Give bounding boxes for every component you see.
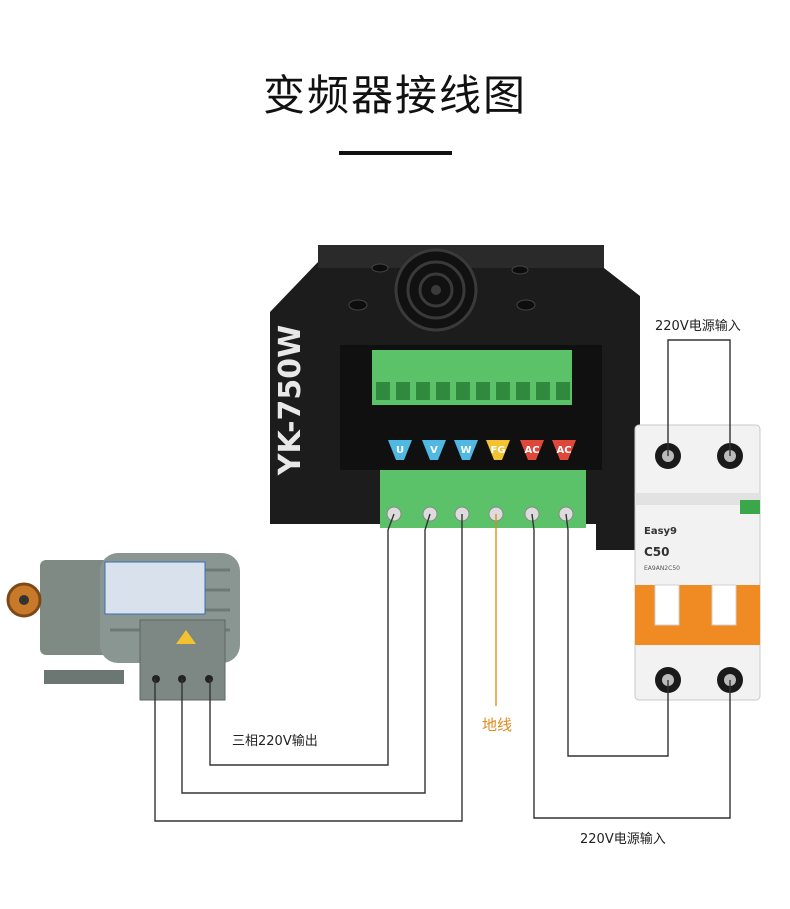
model-label: YK-750W — [273, 325, 308, 477]
wire-u — [209, 513, 395, 766]
ground-label: 地线 — [482, 716, 513, 734]
breaker-handles — [635, 585, 760, 645]
terminal-fg-label: FG — [490, 445, 505, 456]
motor-nameplate — [104, 561, 206, 615]
breaker-code: EA9AN2C50 — [644, 565, 680, 572]
breaker-brand: Easy9 — [644, 526, 677, 537]
breaker-rating: C50 — [644, 545, 670, 559]
three-phase-output-label: 三相220V输出 — [232, 734, 318, 749]
warning-icon — [176, 630, 196, 644]
inverter: U V W FG AC AC YK-750W — [270, 245, 640, 550]
wire-ac1 — [531, 513, 731, 819]
title-underline — [339, 151, 452, 155]
motor — [6, 553, 240, 701]
terminal-v-label: V — [430, 445, 438, 456]
breaker-indicator — [740, 500, 760, 514]
mount-hole-icon — [516, 299, 536, 311]
terminal-ac-label: AC — [524, 445, 539, 456]
wires — [154, 339, 731, 822]
wire-v — [181, 513, 431, 794]
terminal-u-label: U — [396, 445, 404, 456]
wire-ac2 — [565, 513, 669, 757]
control-terminal-screws — [376, 382, 570, 400]
inverter-top — [318, 245, 604, 268]
wire-w — [154, 514, 463, 822]
breaker: Easy9 C50 EA9AN2C50 — [634, 424, 761, 701]
power-terminal-tags — [388, 440, 576, 460]
terminal-w-label: W — [460, 445, 471, 456]
wire-power-top — [667, 339, 731, 456]
power-input-top-label: 220V电源输入 — [655, 319, 741, 334]
terminal-ac2-label: AC — [556, 445, 571, 456]
page-title: 变频器接线图 — [262, 71, 527, 120]
breaker-body — [634, 424, 761, 701]
power-terminal-block — [380, 470, 586, 528]
mount-hole-icon — [511, 265, 529, 275]
power-input-bottom-label: 220V电源输入 — [580, 832, 666, 847]
mount-hole-icon — [348, 299, 368, 311]
mount-hole-icon — [371, 263, 389, 273]
